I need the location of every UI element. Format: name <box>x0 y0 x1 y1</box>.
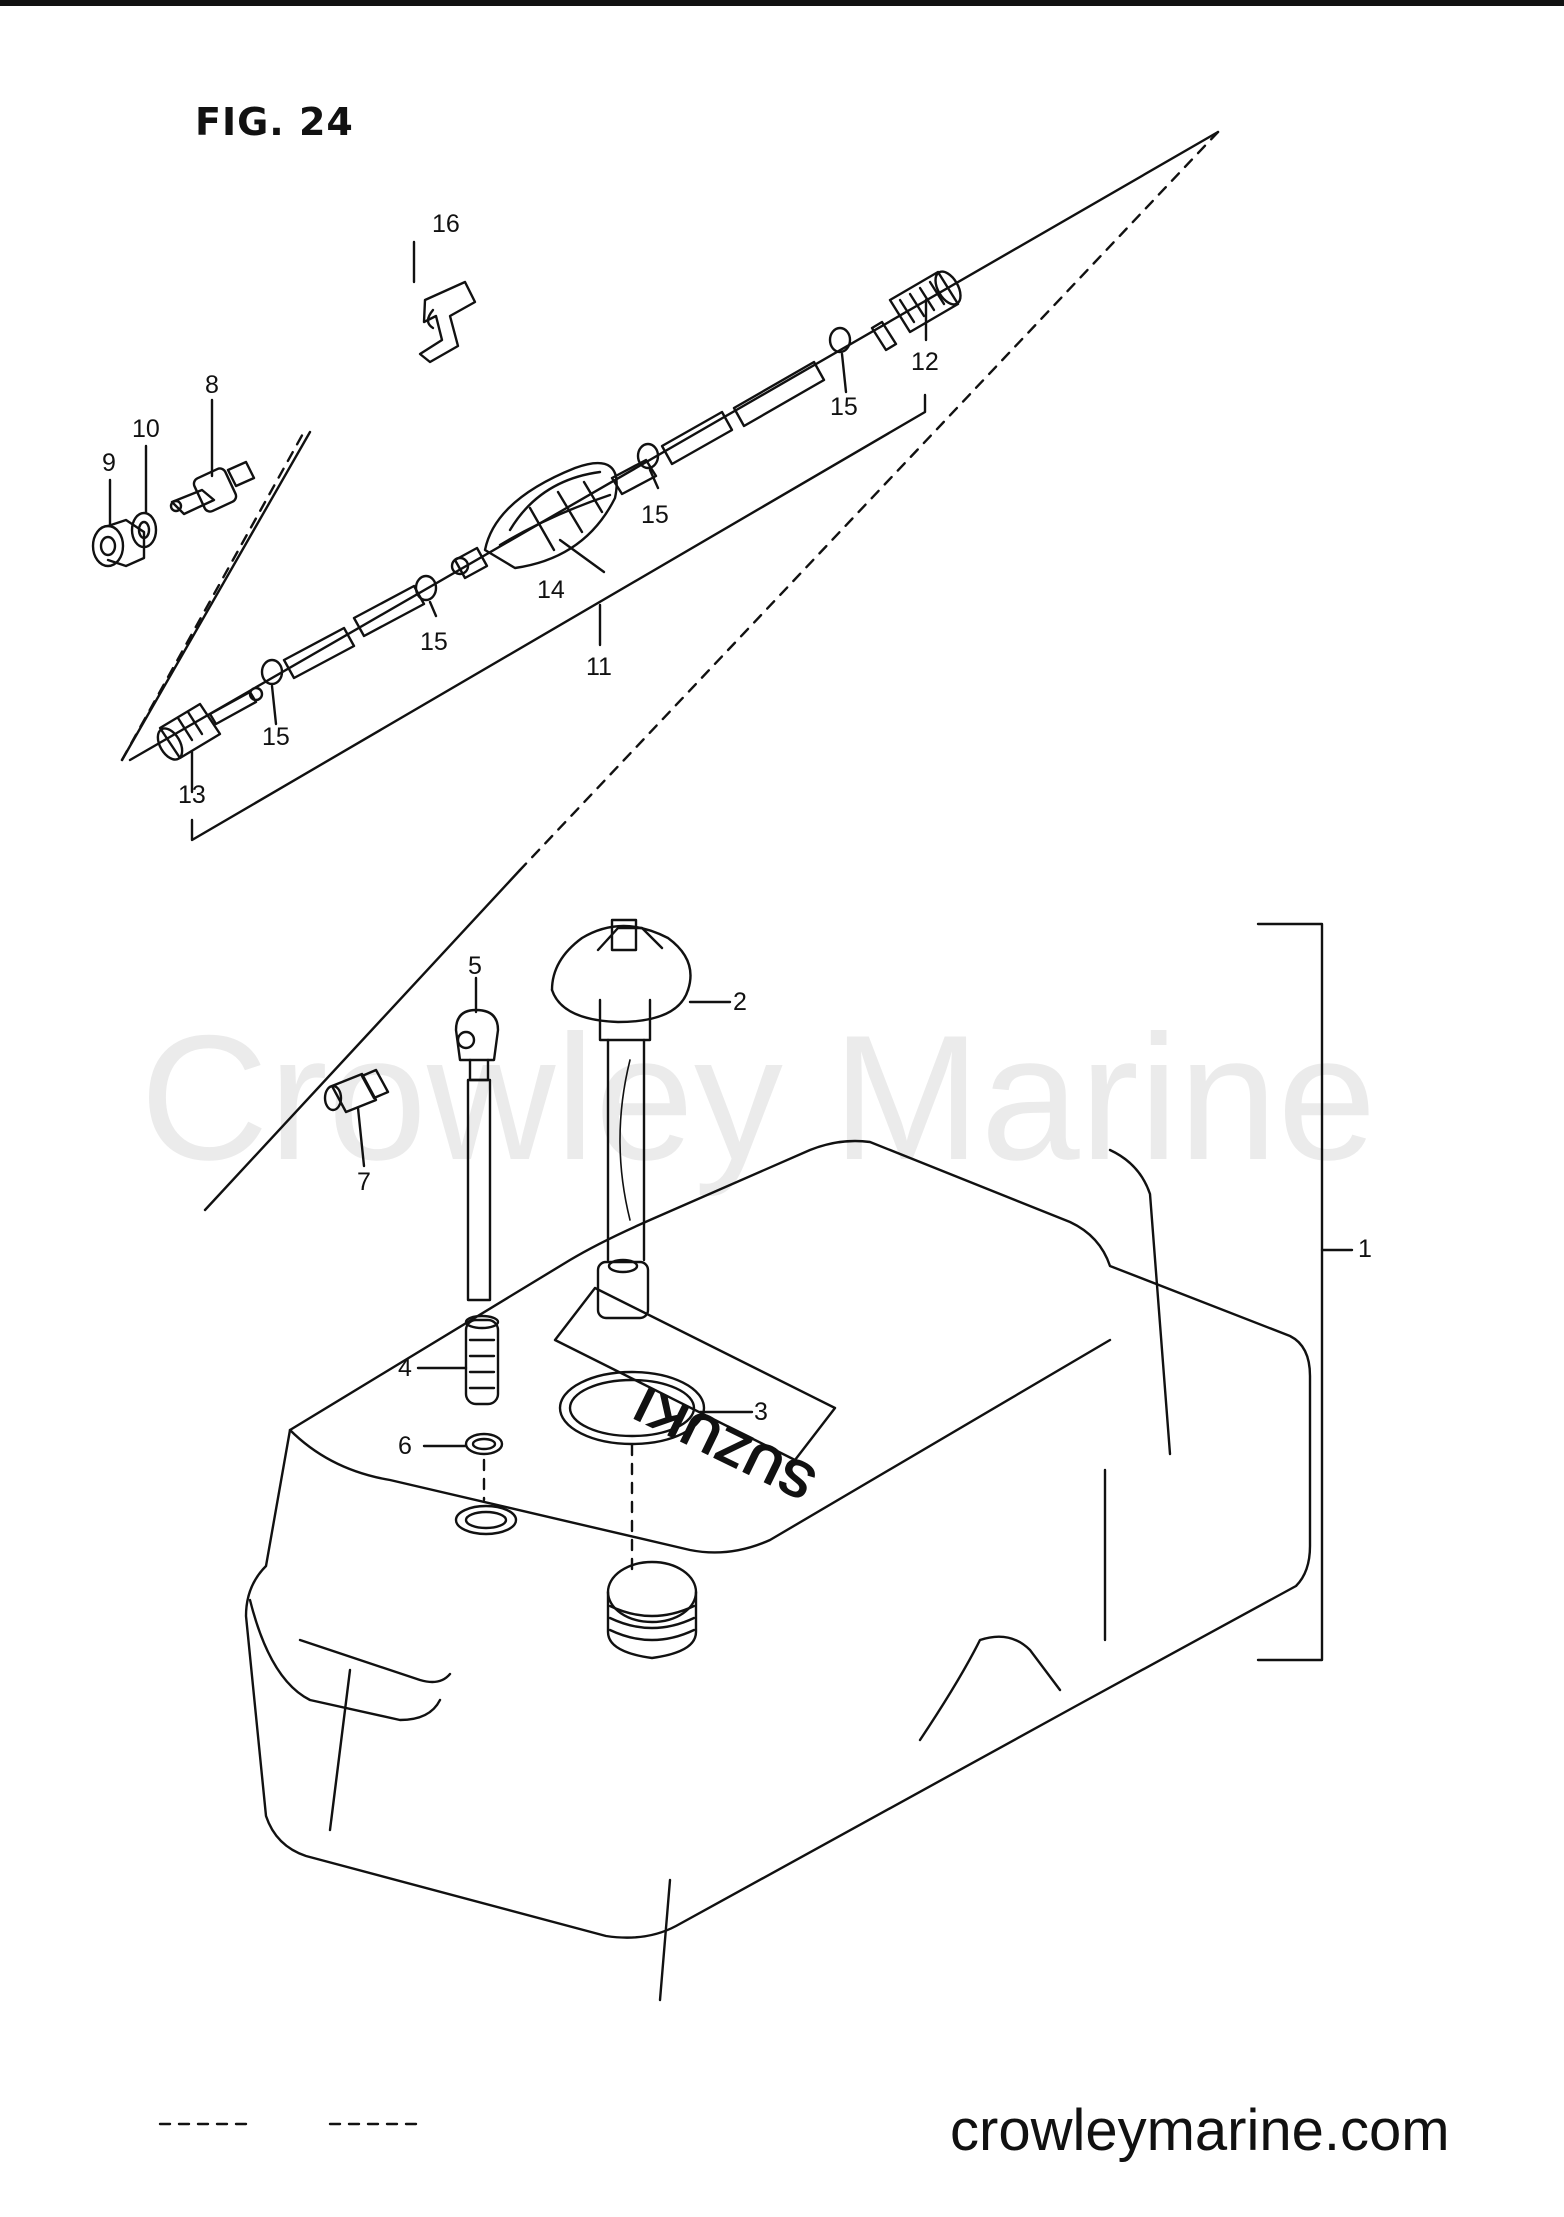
callout-4: 4 <box>398 1354 412 1382</box>
callout-1: 1 <box>1358 1235 1372 1263</box>
callout-15: 15 <box>641 501 669 529</box>
primer-bulb-part-14 <box>450 458 658 580</box>
callout-13: 13 <box>178 781 206 809</box>
callout-15: 15 <box>262 723 290 751</box>
callout-7: 7 <box>357 1168 371 1196</box>
connector-part-13 <box>156 686 264 761</box>
footer-website-link[interactable]: crowleymarine.com <box>950 2098 1450 2163</box>
fitting-part-7 <box>323 1068 390 1114</box>
callout-15: 15 <box>420 628 448 656</box>
hose-clamps-part-15 <box>260 326 852 686</box>
callout-10: 10 <box>132 415 160 443</box>
o-ring-part-6 <box>464 1432 504 1456</box>
fuel-tank-part-1 <box>244 1139 1312 2002</box>
nut-part-9 <box>91 518 146 568</box>
callout-14: 14 <box>537 576 565 604</box>
hose-segments <box>282 360 826 680</box>
callout-16: 16 <box>432 210 460 238</box>
callout-5: 5 <box>468 952 482 980</box>
callout-6: 6 <box>398 1432 412 1460</box>
bracket-fuel-hose <box>120 130 1220 1212</box>
callout-9: 9 <box>102 449 116 477</box>
leader-lines <box>108 240 1354 1662</box>
callout-2: 2 <box>733 988 747 1016</box>
callout-3: 3 <box>754 1398 768 1426</box>
callout-11: 11 <box>586 653 612 681</box>
callout-12: 12 <box>911 348 939 376</box>
tank-emblem: SUZUKI <box>553 1286 837 1511</box>
callout-8: 8 <box>205 371 219 399</box>
connector-part-12 <box>870 270 962 352</box>
filter-part-4 <box>464 1314 500 1406</box>
watermark-text: Crowley Marine <box>140 998 1377 1197</box>
hose-clip-part-16 <box>418 280 477 364</box>
figure-title: FIG. 24 <box>195 100 354 144</box>
top-border <box>0 0 1564 6</box>
washer-part-10 <box>130 511 158 549</box>
callout-15: 15 <box>830 393 858 421</box>
vent-elbow-part-5 <box>454 1008 500 1302</box>
connector-part-8 <box>169 460 256 516</box>
fuel-gauge-part-2 <box>550 918 692 1320</box>
